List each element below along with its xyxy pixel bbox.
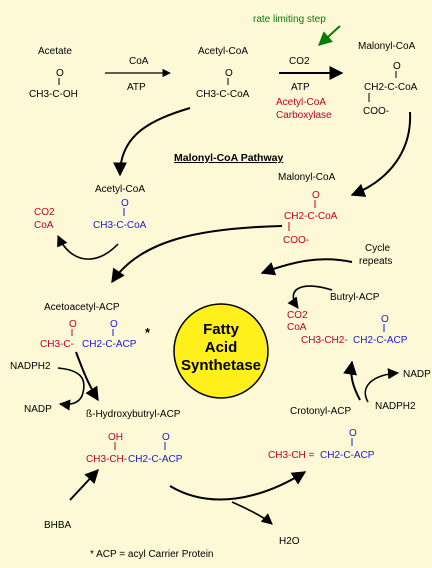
acetoacetyl-o2: O — [110, 319, 118, 330]
butyryl-co2: CO2 — [287, 310, 308, 321]
arrow-acetoacetyl-to-hydroxy — [75, 351, 99, 402]
fas-line2: Acid — [205, 339, 238, 356]
arrow-bhba-to-hydroxy — [69, 468, 99, 501]
crotonyl-acp-name: Crotonyl-ACP — [290, 406, 351, 417]
arrow-cycle-repeats — [260, 258, 353, 276]
rate-limiting-arrow — [317, 25, 341, 46]
malonyl-coa-top-formula: CH2-C-CoA — [364, 82, 418, 93]
butyryl-formula-a: CH3-CH2- — [301, 335, 348, 346]
bhba-label: BHBA — [44, 520, 72, 531]
acetyl-coa-left: Acetyl-CoA CO2 CoA O CH3-C-CoA — [34, 184, 147, 231]
crotonyl-acp: NADP NADPH2 Crotonyl-ACP O CH3-CH = CH2-… — [268, 360, 431, 461]
reaction-step-2: CO2 ATP Acetyl-CoA Carboxylase — [276, 56, 344, 121]
step1-coa-label: CoA — [129, 56, 149, 67]
acetate-carbonyl-o: O — [56, 68, 64, 79]
arrow-malonyl-to-acetoacetyl — [111, 225, 283, 284]
reaction-step-1: CoA ATP — [105, 56, 171, 93]
butyryl-coa: CoA — [287, 322, 307, 333]
acetate-name: Acetate — [38, 46, 72, 57]
crotonyl-nadp: NADP — [403, 369, 431, 380]
malonyl-coa-mid-carbonyl-o: O — [312, 190, 320, 201]
acetyl-coa-top: Acetyl-CoA O CH3-C-CoA — [196, 46, 250, 100]
cycle-label-line1: Cycle — [365, 243, 390, 254]
reduction-left-nadp: NADP — [24, 404, 52, 415]
hydroxybutyryl-formula-b: CH2-C-ACP — [128, 454, 183, 465]
arrow-water-release — [231, 501, 273, 525]
malonyl-coa-mid: Malonyl-CoA O CH2-C-CoA COO- — [278, 172, 338, 246]
acetate-formula: CH3-C-OH — [29, 89, 78, 100]
reduction-left: NADPH2 NADP — [10, 351, 99, 415]
acetyl-coa-left-formula: CH3-C-CoA — [93, 220, 147, 231]
arrow-nadph-to-nadp-left — [57, 367, 85, 411]
malonyl-coa-top-carboxyl: COO- — [363, 106, 389, 117]
hydroxybutyryl-carbonyl-o: O — [162, 432, 170, 443]
hydroxybutyryl-acp: ß-Hydroxybutryl-ACP OH O CH3-CH- CH2-C-A… — [86, 409, 183, 465]
acetoacetyl-acp-name: Acetoacetyl-ACP — [44, 302, 120, 313]
step2-co2-label: CO2 — [289, 56, 310, 67]
arrow-nadph-to-nadp-right — [364, 368, 400, 403]
footnote: * ACP = acyl Carrier Protein — [90, 549, 213, 560]
acetyl-coa-left-name: Acetyl-CoA — [95, 184, 145, 195]
acetoacetyl-o1: O — [69, 319, 77, 330]
acetyl-coa-top-name: Acetyl-CoA — [198, 46, 248, 57]
acetoacetyl-formula-a: CH3-C- — [40, 339, 74, 350]
hydroxybutyryl-oh: OH — [108, 432, 123, 443]
reduction-left-nadph: NADPH2 — [10, 361, 51, 372]
fas-circle — [173, 303, 269, 399]
crotonyl-formula-a: CH3-CH = — [268, 450, 315, 461]
arrow-malonyl-to-mid — [350, 111, 412, 197]
cycle-label-line2: repeats — [359, 256, 392, 267]
malonyl-coa-top-name: Malonyl-CoA — [358, 41, 416, 52]
crotonyl-nadph: NADPH2 — [375, 401, 416, 412]
fas-line1: Fatty — [203, 321, 239, 338]
acetyl-left-coa: CoA — [34, 220, 54, 231]
acetoacetyl-formula-b: CH2-C-ACP — [82, 339, 137, 350]
step2-atp-label: ATP — [291, 82, 310, 93]
acetate: Acetate O CH3-C-OH — [29, 46, 78, 100]
butyryl-carbonyl-o: O — [381, 314, 389, 325]
rate-limiting-note: rate limiting step — [253, 14, 341, 46]
acetyl-coa-left-carbonyl-o: O — [121, 198, 129, 209]
malonyl-coa-mid-carboxyl: COO- — [283, 235, 309, 246]
malonyl-coa-mid-name: Malonyl-CoA — [278, 172, 336, 183]
pathway-title: Malonyl-CoA Pathway — [174, 152, 283, 164]
butyryl-acp: Butryl-ACP CO2 CoA O CH3-CH2- CH2-C-ACP — [287, 285, 408, 346]
arrow-co2-release-right — [287, 285, 333, 309]
malonyl-coa-top-carbonyl-o: O — [393, 61, 401, 72]
crotonyl-carbonyl-o: O — [349, 428, 357, 439]
arrow-hydroxy-to-crotonyl — [169, 471, 307, 501]
fas-line3: Synthetase — [181, 357, 261, 374]
crotonyl-formula-b: CH2-C-ACP — [320, 450, 375, 461]
acetyl-coa-top-formula: CH3-C-CoA — [196, 89, 250, 100]
hydroxybutyryl-formula-a: CH3-CH- — [86, 454, 127, 465]
malonyl-coa-top: Malonyl-CoA O CH2-C-CoA COO- — [358, 41, 418, 117]
butyryl-formula-b: CH2-C-ACP — [353, 335, 408, 346]
arrow-crotonyl-to-butyryl — [343, 360, 361, 401]
fatty-acid-synthetase: Fatty Acid Synthetase — [173, 303, 269, 399]
acetoacetyl-acp: Acetoacetyl-ACP O O CH3-C- CH2-C-ACP * — [40, 302, 151, 350]
arrow-acetyl-to-left — [113, 107, 191, 177]
malonyl-coa-mid-formula: CH2-C-CoA — [284, 211, 338, 222]
enzyme-name-line2: Carboxylase — [276, 110, 332, 121]
butyryl-acp-name: Butryl-ACP — [330, 292, 380, 303]
hydroxybutyryl-acp-name: ß-Hydroxybutryl-ACP — [86, 409, 181, 420]
step1-atp-label: ATP — [127, 82, 146, 93]
water-label: H2O — [279, 536, 300, 547]
rate-limiting-label: rate limiting step — [253, 14, 326, 25]
acetoacetyl-acp-footnote-mark: * — [145, 325, 151, 340]
acetyl-left-co2: CO2 — [34, 207, 55, 218]
acetyl-coa-top-carbonyl-o: O — [225, 68, 233, 79]
arrow-co2-release-left — [57, 234, 119, 260]
enzyme-name-line1: Acetyl-CoA — [276, 97, 326, 108]
